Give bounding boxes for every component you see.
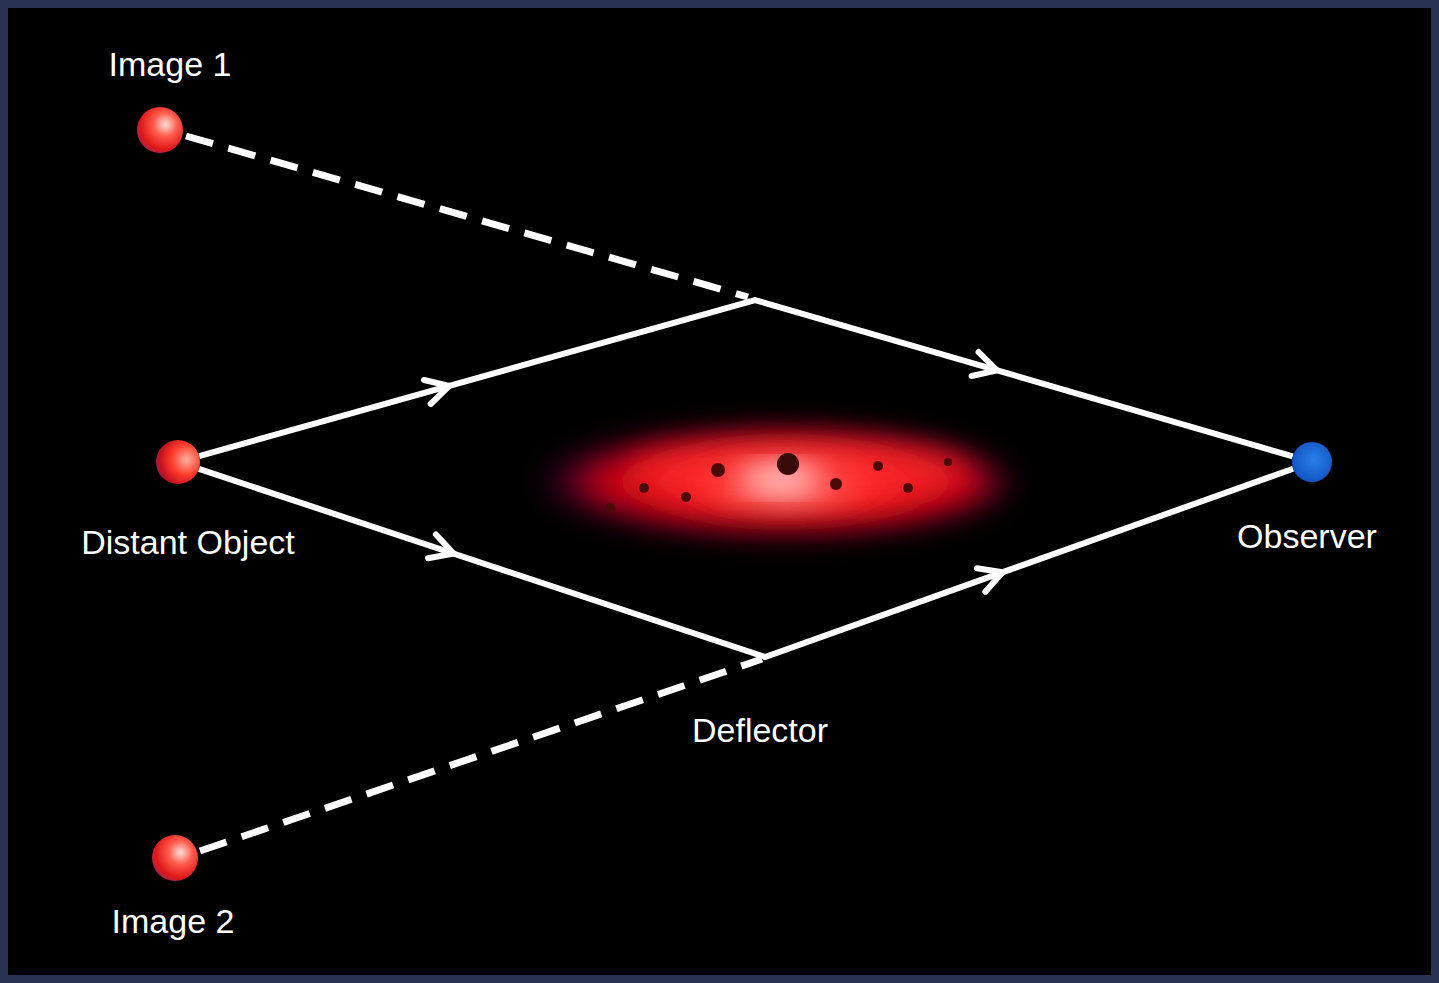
image-point: Image 2: [152, 835, 198, 881]
virtual-ray: [186, 136, 748, 297]
deflector-galaxy: Deflector: [490, 420, 1000, 560]
light-ray: [199, 300, 1293, 456]
node-label: Deflector: [692, 712, 828, 749]
node-label: Observer: [1237, 518, 1377, 555]
light-ray-line: [199, 300, 1293, 456]
galaxy: [510, 424, 1010, 540]
node-label: Distant Object: [81, 524, 295, 561]
arrow-head: [977, 568, 1003, 591]
virtual-ray: [200, 659, 762, 851]
arrow-head: [424, 380, 449, 404]
node-label: Image 2: [112, 903, 235, 940]
light-ray: [199, 469, 1293, 657]
arrow-head: [428, 535, 454, 559]
image-point: Image 1: [137, 107, 183, 153]
observer-point: Observer: [1292, 442, 1332, 482]
source-point: Distant Object: [156, 440, 200, 484]
light-ray-line: [199, 469, 1293, 657]
arrow-head: [972, 352, 997, 376]
node-label: Image 1: [109, 46, 232, 83]
